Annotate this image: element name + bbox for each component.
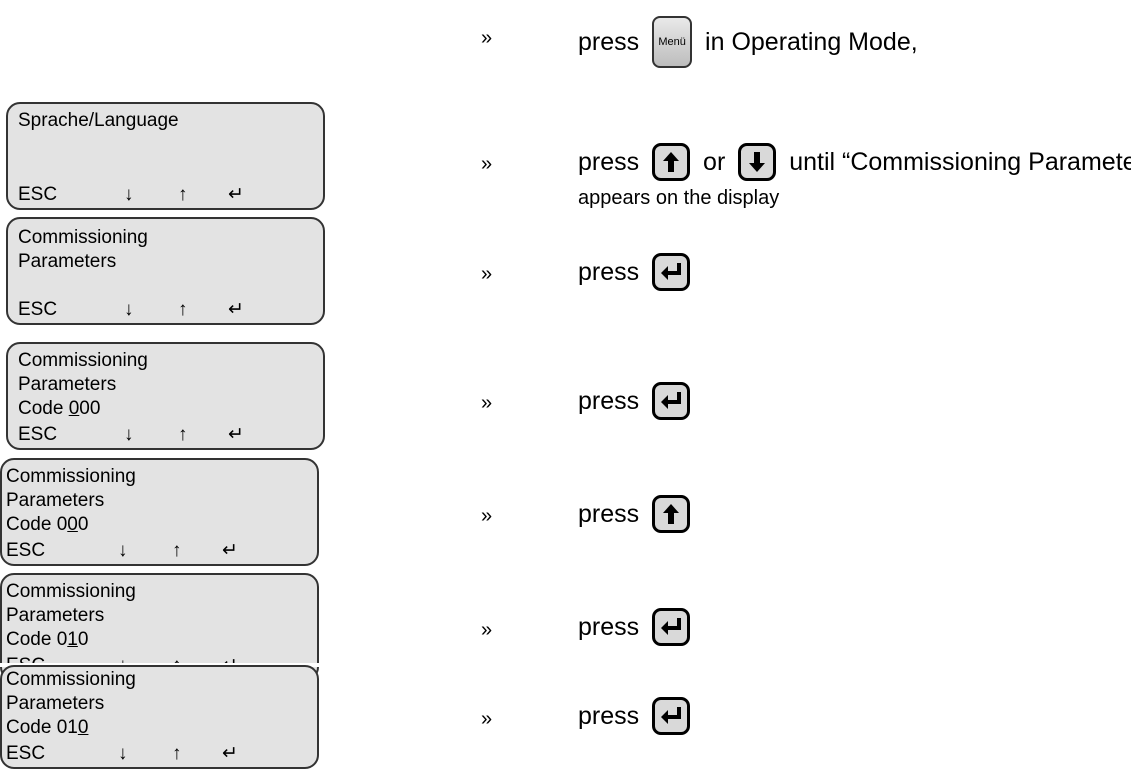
up-arrow-key-icon xyxy=(652,495,691,533)
lcd-softkey-esc: ESC xyxy=(18,184,58,205)
lcd-line-1: Sprache/Language xyxy=(18,110,179,131)
step-6-instruction: press xyxy=(578,608,696,646)
step-5-instruction: press xyxy=(578,495,696,533)
lcd-line-2: Parameters xyxy=(6,490,105,511)
cursor-digit: 1 xyxy=(67,629,78,650)
lcd-line-1: Commissioning xyxy=(6,466,136,487)
press-text: press xyxy=(578,148,640,176)
lcd-display-language: Sprache/Language ESC ↓ ↑ ↵ xyxy=(6,102,325,210)
step-3-bullet: » xyxy=(481,263,493,285)
lcd-display-code-digit1: Commissioning Parameters Code 000 ESC ↓ … xyxy=(6,342,325,450)
code-digit: 0 xyxy=(79,398,90,419)
down-arrow-icon: ↓ xyxy=(124,299,134,320)
down-arrow-icon: ↓ xyxy=(124,184,134,205)
code-digit: 0 xyxy=(77,514,89,535)
lcd-display-code-digit2: Commissioning Parameters Code 000 ESC ↓ … xyxy=(0,458,319,566)
code-digit: 0 xyxy=(89,398,101,419)
down-arrow-icon: ↓ xyxy=(124,424,134,445)
cursor-digit: 0 xyxy=(77,717,89,738)
code-digit: 0 xyxy=(56,717,68,738)
lcd-line-1: Commissioning xyxy=(18,227,148,248)
up-arrow-icon: ↑ xyxy=(178,424,188,445)
enter-arrow-icon: ↵ xyxy=(228,299,244,320)
lcd-softkey-esc: ESC xyxy=(18,424,58,445)
enter-key-icon xyxy=(652,697,691,735)
lcd-code-line: Code 000 xyxy=(6,514,89,535)
lcd-display-code-010-digit3: Commissioning Parameters Code 010 ESC ↓ … xyxy=(0,665,319,769)
press-text: press xyxy=(578,258,640,286)
down-arrow-icon: ↓ xyxy=(118,743,128,764)
enter-arrow-icon: ↵ xyxy=(222,743,238,764)
press-text: press xyxy=(578,613,640,641)
code-digit: 1 xyxy=(67,717,78,738)
instruction-suffix: in Operating Mode, xyxy=(705,28,918,56)
press-text: press xyxy=(578,28,640,56)
lcd-line-2: Parameters xyxy=(18,251,117,272)
lcd-line-1: Commissioning xyxy=(18,350,148,371)
step-3-instruction: press xyxy=(578,253,696,291)
lcd-line-1: Commissioning xyxy=(6,669,136,690)
step-4-bullet: » xyxy=(481,392,493,414)
step-4-instruction: press xyxy=(578,382,696,420)
lcd-softkey-esc: ESC xyxy=(6,743,46,764)
cursor-digit: 0 xyxy=(68,398,80,419)
enter-key-icon xyxy=(652,253,691,291)
lcd-line-1: Commissioning xyxy=(6,581,136,602)
or-text: or xyxy=(703,148,726,176)
menu-key-icon: Menü xyxy=(652,16,693,68)
down-arrow-icon: ↓ xyxy=(118,540,128,561)
enter-key-icon xyxy=(652,608,691,646)
cursor-digit: 0 xyxy=(67,514,78,535)
press-text: press xyxy=(578,500,640,528)
lcd-code-line: Code 010 xyxy=(6,629,89,650)
code-digit: 0 xyxy=(56,514,68,535)
step-1-bullet: » xyxy=(481,27,493,49)
up-arrow-icon: ↑ xyxy=(172,743,182,764)
lcd-softkey-esc: ESC xyxy=(6,540,46,561)
step-7-instruction: press xyxy=(578,697,696,735)
up-arrow-icon: ↑ xyxy=(178,184,188,205)
enter-arrow-icon: ↵ xyxy=(228,184,244,205)
step-2-instruction: press or until “Commissioning Parameters… xyxy=(578,143,1131,181)
lcd-softkey-esc: ESC xyxy=(18,299,58,320)
instruction-suffix: until “Commissioning Parameters” xyxy=(789,148,1131,176)
up-arrow-icon: ↑ xyxy=(172,540,182,561)
lcd-line-2: Parameters xyxy=(6,693,105,714)
step-6-bullet: » xyxy=(481,619,493,641)
up-arrow-key-icon xyxy=(652,143,691,181)
instruction-line-2: appears on the display xyxy=(578,187,780,209)
enter-arrow-icon: ↵ xyxy=(228,424,244,445)
lcd-display-commissioning: Commissioning Parameters ESC ↓ ↑ ↵ xyxy=(6,217,325,325)
lcd-line-2: Parameters xyxy=(18,374,117,395)
step-1-instruction: press Menü in Operating Mode, xyxy=(578,16,918,68)
lcd-code-line: Code 000 xyxy=(18,398,101,419)
up-arrow-icon: ↑ xyxy=(178,299,188,320)
press-text: press xyxy=(578,387,640,415)
step-5-bullet: » xyxy=(481,505,493,527)
enter-arrow-icon: ↵ xyxy=(222,540,238,561)
step-2-bullet: » xyxy=(481,153,493,175)
code-digit: 0 xyxy=(56,629,68,650)
code-digit: 0 xyxy=(77,629,89,650)
press-text: press xyxy=(578,702,640,730)
lcd-line-2: Parameters xyxy=(6,605,105,626)
down-arrow-key-icon xyxy=(738,143,777,181)
enter-key-icon xyxy=(652,382,691,420)
step-7-bullet: » xyxy=(481,708,493,730)
lcd-code-line: Code 010 xyxy=(6,717,89,738)
